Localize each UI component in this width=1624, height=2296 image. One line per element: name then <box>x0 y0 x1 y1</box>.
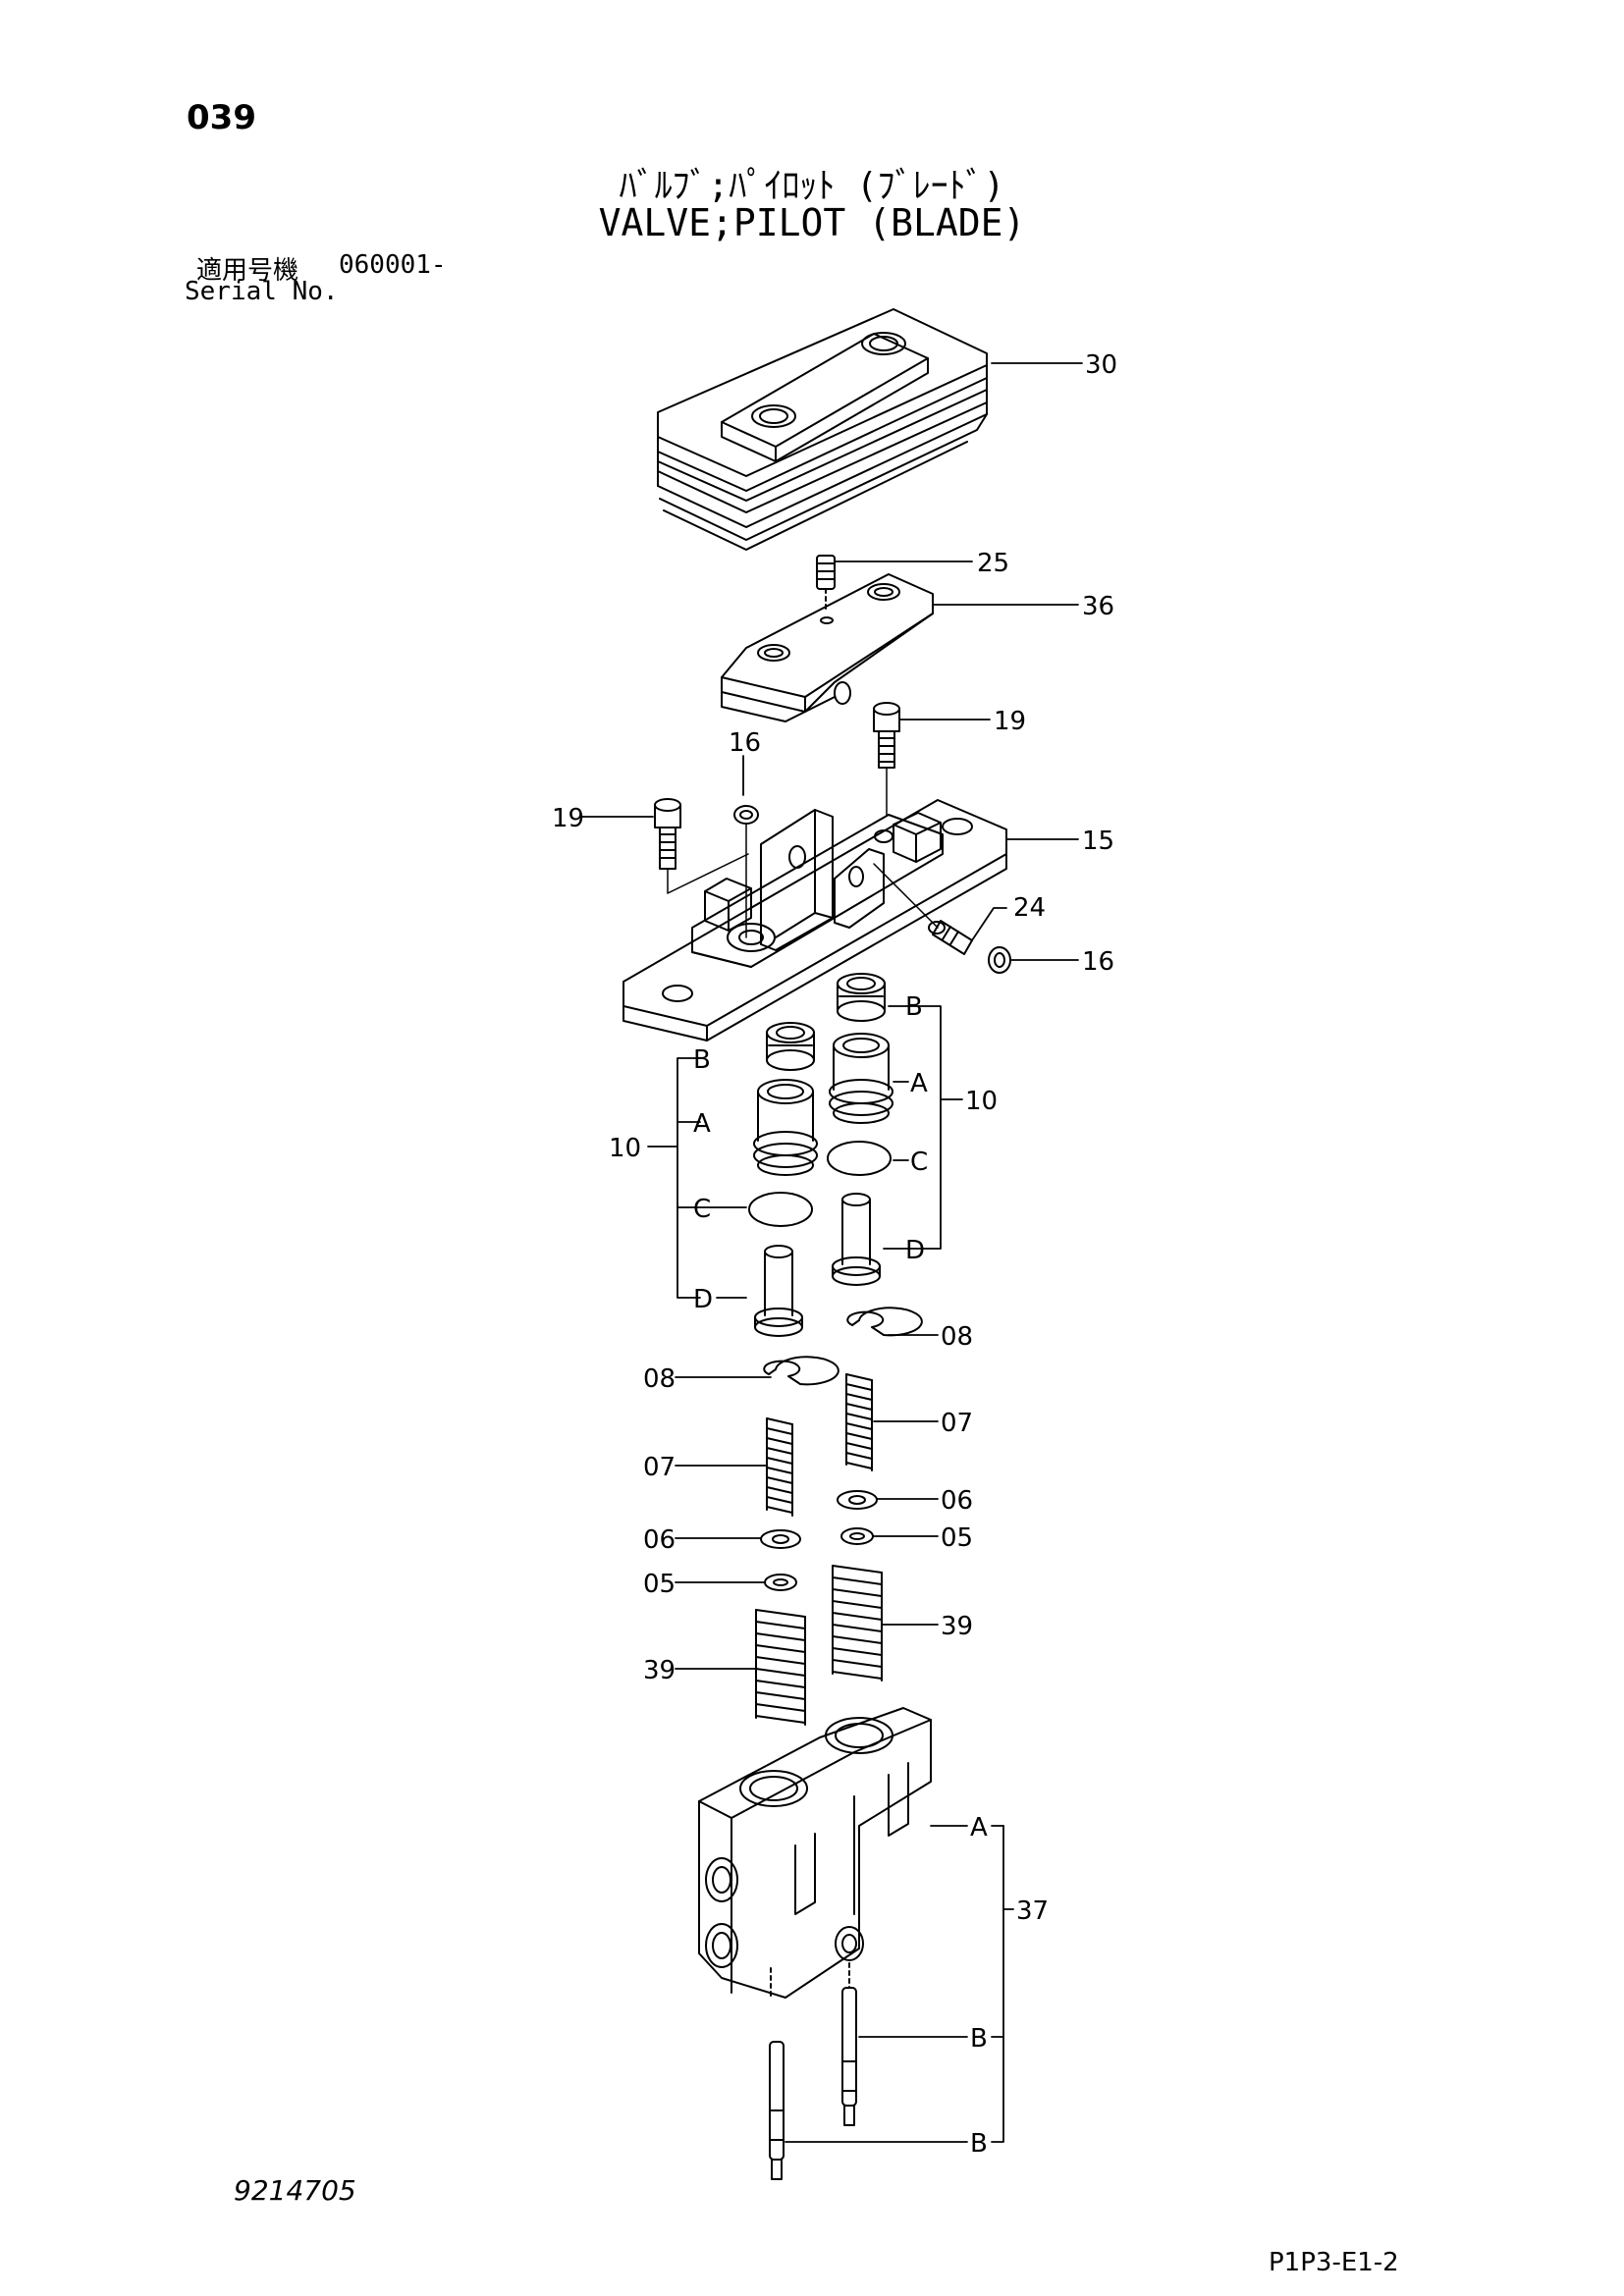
callout-08-right: 08 <box>941 1322 973 1352</box>
callout-left-c: C <box>693 1195 711 1224</box>
serial-value: 060001- <box>339 250 447 280</box>
spring-icon <box>766 1417 793 1517</box>
drawing-number: 9214705 <box>234 2174 356 2207</box>
o-ring-icon <box>733 805 759 825</box>
washer-icon <box>760 1529 801 1549</box>
callout-16-lower: 16 <box>1082 947 1114 977</box>
return-spring-icon <box>755 1609 806 1726</box>
callout-right-b: B <box>905 992 923 1022</box>
callout-left-b: B <box>693 1045 711 1075</box>
callout-19-left: 19 <box>552 804 584 833</box>
pin-icon <box>928 920 973 955</box>
callout-07-right: 07 <box>941 1409 973 1438</box>
cam-plate-icon <box>721 573 934 722</box>
callout-16-upper: 16 <box>729 728 761 758</box>
callout-right-c: C <box>910 1148 928 1177</box>
washer-icon <box>837 1490 878 1510</box>
title-english: VALVE;PILOT (BLADE) <box>598 201 1026 244</box>
callout-19-right: 19 <box>994 707 1026 736</box>
serial-label-japanese: 適用号機 <box>196 256 299 286</box>
mounting-plate-icon <box>623 799 1007 1041</box>
c-washer-icon <box>846 1307 923 1337</box>
callout-10-left: 10 <box>609 1134 641 1163</box>
plunger-rod-icon <box>769 2041 785 2180</box>
rubber-boot-icon <box>657 308 988 551</box>
callout-body-b-upper: B <box>970 2024 988 2054</box>
callout-05-left: 05 <box>643 1570 676 1599</box>
callout-right-d: D <box>905 1236 925 1265</box>
page-code: P1P3-E1-2 <box>1269 2248 1399 2277</box>
callout-24: 24 <box>1013 893 1046 923</box>
return-spring-icon <box>832 1565 883 1682</box>
callout-06-left: 06 <box>643 1525 676 1555</box>
spring-icon <box>845 1373 873 1471</box>
washer-icon <box>764 1574 797 1591</box>
callout-15: 15 <box>1082 827 1114 856</box>
title-japanese: ﾊﾞﾙﾌﾞ;ﾊﾟｲﾛｯﾄ (ﾌﾞﾚｰﾄﾞ) <box>619 166 1005 206</box>
callout-37: 37 <box>1016 1896 1049 1926</box>
alignment-lines <box>667 767 939 938</box>
callout-08-left: 08 <box>643 1364 676 1394</box>
cap-screw-icon <box>873 702 900 769</box>
valve-body-icon <box>698 1707 932 1999</box>
callout-06-right: 06 <box>941 1486 973 1516</box>
serial-label-english: Serial No. <box>185 277 339 306</box>
callout-39-left: 39 <box>643 1656 676 1685</box>
plunger-rod-icon <box>841 1987 857 2126</box>
set-screw-icon <box>816 555 836 612</box>
callout-36: 36 <box>1082 592 1114 621</box>
callout-10-right: 10 <box>965 1087 998 1116</box>
callout-30: 30 <box>1085 350 1117 380</box>
callout-left-a: A <box>693 1109 711 1139</box>
callout-left-d: D <box>693 1285 713 1314</box>
leader-lines <box>580 362 1083 2143</box>
callout-right-a: A <box>910 1069 928 1098</box>
o-ring-icon <box>988 946 1011 974</box>
callout-25: 25 <box>977 549 1009 578</box>
cap-screw-icon <box>654 798 681 870</box>
c-washer-icon <box>763 1356 839 1386</box>
callout-05-right: 05 <box>941 1523 973 1553</box>
pusher-assembly-left <box>748 1022 818 1337</box>
pusher-assembly-right <box>827 973 893 1286</box>
page-number: 039 <box>187 98 256 137</box>
callout-07-left: 07 <box>643 1453 676 1482</box>
washer-icon <box>840 1527 874 1545</box>
callout-body-a: A <box>970 1813 988 1842</box>
callout-body-b-lower: B <box>970 2129 988 2159</box>
callout-39-right: 39 <box>941 1612 973 1641</box>
